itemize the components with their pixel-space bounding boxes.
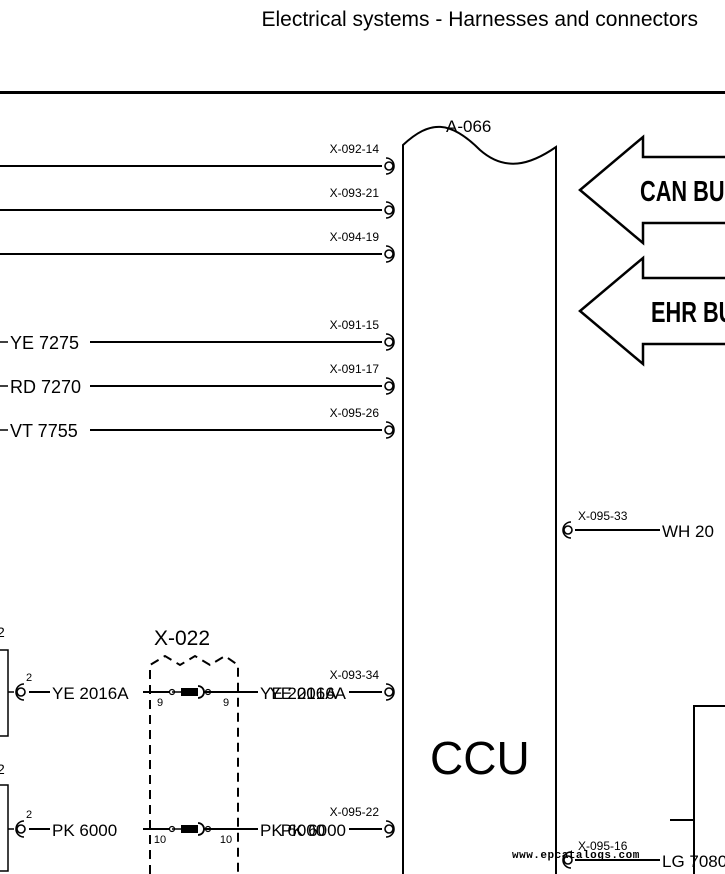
connector-outline [149, 654, 239, 874]
module-name-label: CCU [430, 732, 530, 784]
ehr-bus-label: EHR BUS [651, 297, 725, 329]
watermark-text: www.epcatalogs.com [512, 850, 640, 862]
left-pin-row: X-094-19 [0, 230, 395, 263]
pin-socket-icon [384, 201, 395, 219]
pin-socket-icon [384, 377, 395, 395]
page-title: Electrical systems - Harnesses and conne… [261, 8, 699, 31]
wire-label: YE 2016A [269, 684, 346, 703]
right-pin-row: X-095-33 WH 20 [562, 509, 714, 541]
cut-label-upper: 2 [0, 624, 5, 640]
connector-pin-number-left: 9 [157, 697, 163, 709]
pin-label: X-091-17 [330, 362, 380, 376]
pin-label: X-092-14 [330, 142, 380, 156]
connector-row: 2 YE 2016A 9 9 YE 2016A [8, 672, 337, 709]
pin-socket-icon [562, 851, 573, 869]
connector-pin-number-right: 9 [223, 697, 229, 709]
pin-label: X-095-33 [578, 509, 628, 523]
pin-socket-icon [384, 421, 395, 439]
connector-x022: X-022 [149, 627, 239, 874]
pin-socket-icon [562, 521, 573, 539]
pin-socket-icon [15, 683, 26, 701]
right-component-outline [693, 705, 725, 874]
can-bus-label: CAN BUS [640, 176, 725, 208]
left-pin-row: X-095-26 VT 7755 [0, 406, 395, 441]
connector-pin-number-right: 10 [220, 834, 232, 846]
pin-socket-icon [384, 245, 395, 263]
connector-row: 2 PK 6000 10 10 PK 6000 [8, 809, 325, 846]
ehr-bus-arrow [578, 255, 725, 367]
left-component-lower [0, 784, 9, 872]
pin-label: X-093-21 [330, 186, 380, 200]
wire-label: YE 2016A [260, 684, 337, 703]
left-pin-row: X-091-15 YE 7275 [0, 318, 395, 353]
left-pin-row: X-091-17 RD 7270 [0, 362, 395, 397]
module-ref-label: A-066 [446, 117, 491, 136]
left-component-upper [0, 649, 9, 737]
pin-plug-icon [181, 825, 198, 833]
can-bus-arrow [578, 134, 725, 246]
left-pin-row: X-093-34 YE 2016A [269, 668, 395, 703]
wire-label: PK 6000 [52, 821, 117, 840]
connector-pin-number-left: 10 [154, 834, 166, 846]
pin-label: X-095-22 [330, 805, 380, 819]
wire-label: YE 7275 [10, 333, 79, 353]
pin-socket-icon [15, 820, 26, 838]
pin-socket-icon [384, 683, 395, 701]
left-pin-row: X-092-14 [0, 142, 395, 175]
pin-label: X-095-26 [330, 406, 380, 420]
left-pin-row: X-095-22 PK 6000 [281, 805, 395, 840]
pin-plug-icon [181, 688, 198, 696]
wire-label: PK 6000 [260, 821, 325, 840]
wire-label: PK 6000 [281, 821, 346, 840]
pin-receptacle-icon [197, 822, 205, 836]
wire-label: YE 2016A [52, 684, 129, 703]
component-pin-number: 2 [26, 672, 32, 684]
cut-label-lower: 2 [0, 761, 5, 777]
pin-label: X-095-16 [578, 839, 628, 853]
connector-name-label: X-022 [154, 627, 210, 650]
pin-label: X-093-34 [330, 668, 380, 682]
pin-socket-icon [384, 157, 395, 175]
connector-rows: 2 YE 2016A 9 9 YE 2016A 2 PK 6000 10 10 PK 6000 [8, 672, 337, 846]
pin-receptacle-icon [197, 685, 205, 699]
wire-label: WH 20 [662, 522, 714, 541]
pin-socket-icon [384, 333, 395, 351]
component-pin-number: 2 [26, 809, 32, 821]
pin-label: X-091-15 [330, 318, 380, 332]
wire-label: RD 7270 [10, 377, 81, 397]
pin-label: X-094-19 [330, 230, 380, 244]
ccu-module-box [402, 125, 557, 874]
wire-label: VT 7755 [10, 421, 78, 441]
header-divider [0, 91, 725, 94]
pin-socket-icon [384, 820, 395, 838]
left-pin-row: X-093-21 [0, 186, 395, 219]
